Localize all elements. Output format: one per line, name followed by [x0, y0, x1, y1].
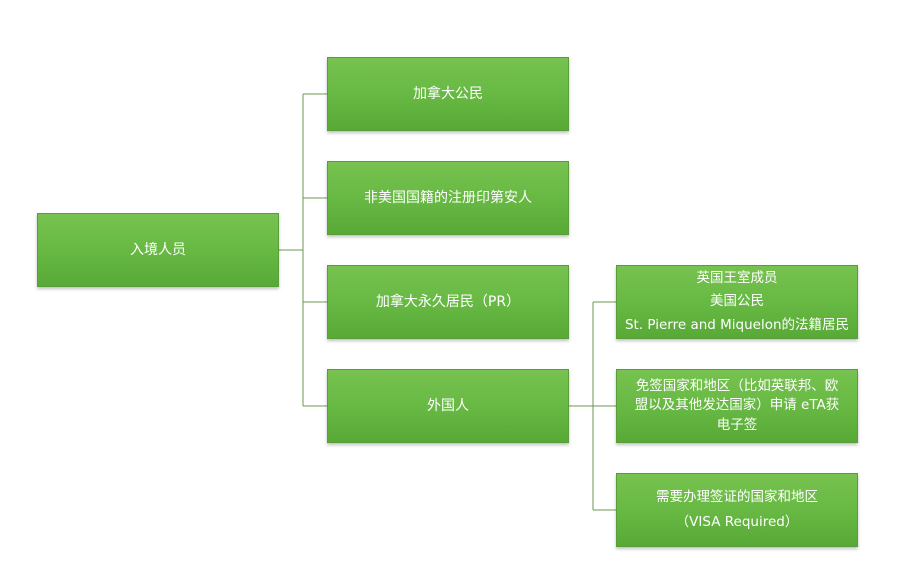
node-line: St. Pierre and Miquelon的法籍居民	[624, 316, 850, 333]
node-line: 美国公民	[710, 293, 764, 310]
node-visa-required: 需要办理签证的国家和地区 （VISA Required）	[616, 473, 858, 547]
node-label: 外国人	[427, 397, 469, 414]
node-label: 入境人员	[130, 241, 186, 258]
node-line: 免签国家和地区（比如英联邦、欧	[635, 377, 839, 394]
node-foreigner: 外国人	[327, 369, 569, 443]
node-exempt-groups: 英国王室成员 美国公民 St. Pierre and Miquelon的法籍居民	[616, 265, 858, 339]
node-visa-exempt-eta: 免签国家和地区（比如英联邦、欧 盟以及其他发达国家）申请 eTA获 电子签	[616, 369, 858, 443]
node-label: 加拿大公民	[413, 85, 483, 102]
node-line: （VISA Required）	[675, 514, 799, 530]
node-entry-persons: 入境人员	[37, 213, 279, 287]
node-label: 加拿大永久居民（PR）	[375, 293, 521, 310]
node-line: 盟以及其他发达国家）申请 eTA获	[634, 397, 840, 414]
node-registered-indian: 非美国国籍的注册印第安人	[327, 161, 569, 235]
node-line: 英国王室成员	[696, 269, 778, 286]
node-label: 非美国国籍的注册印第安人	[364, 189, 532, 206]
node-line: 需要办理签证的国家和地区	[656, 489, 818, 506]
node-line: 电子签	[716, 416, 758, 433]
node-permanent-resident: 加拿大永久居民（PR）	[327, 265, 569, 339]
node-canadian-citizen: 加拿大公民	[327, 57, 569, 131]
